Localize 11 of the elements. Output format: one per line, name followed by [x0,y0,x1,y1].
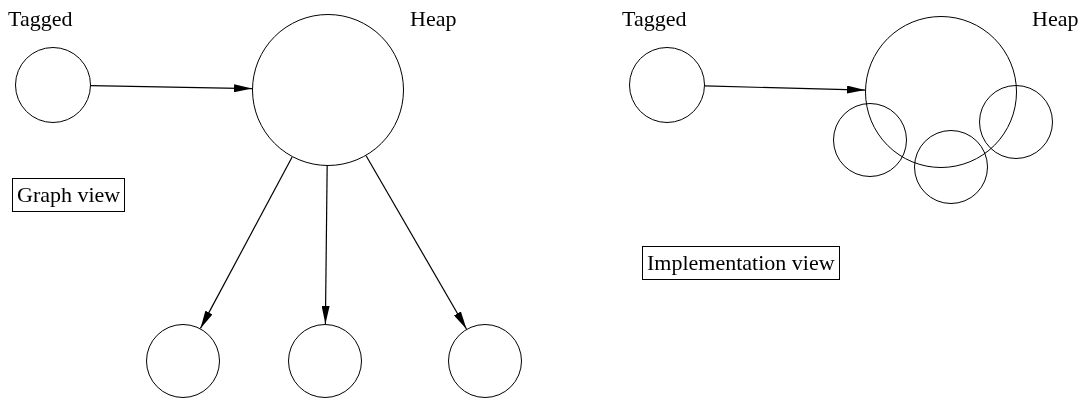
view-label-box: Graph view [12,178,126,212]
view-label-box: Implementation view [642,246,840,280]
arrow [704,85,866,94]
arrow [199,156,293,329]
node-label: Tagged [622,6,687,32]
arrow [321,165,330,325]
arrow [365,155,468,330]
arrow [90,84,253,93]
node-label: Heap [410,6,457,32]
node-label: Tagged [8,6,73,32]
node-label: Heap [1032,6,1079,32]
